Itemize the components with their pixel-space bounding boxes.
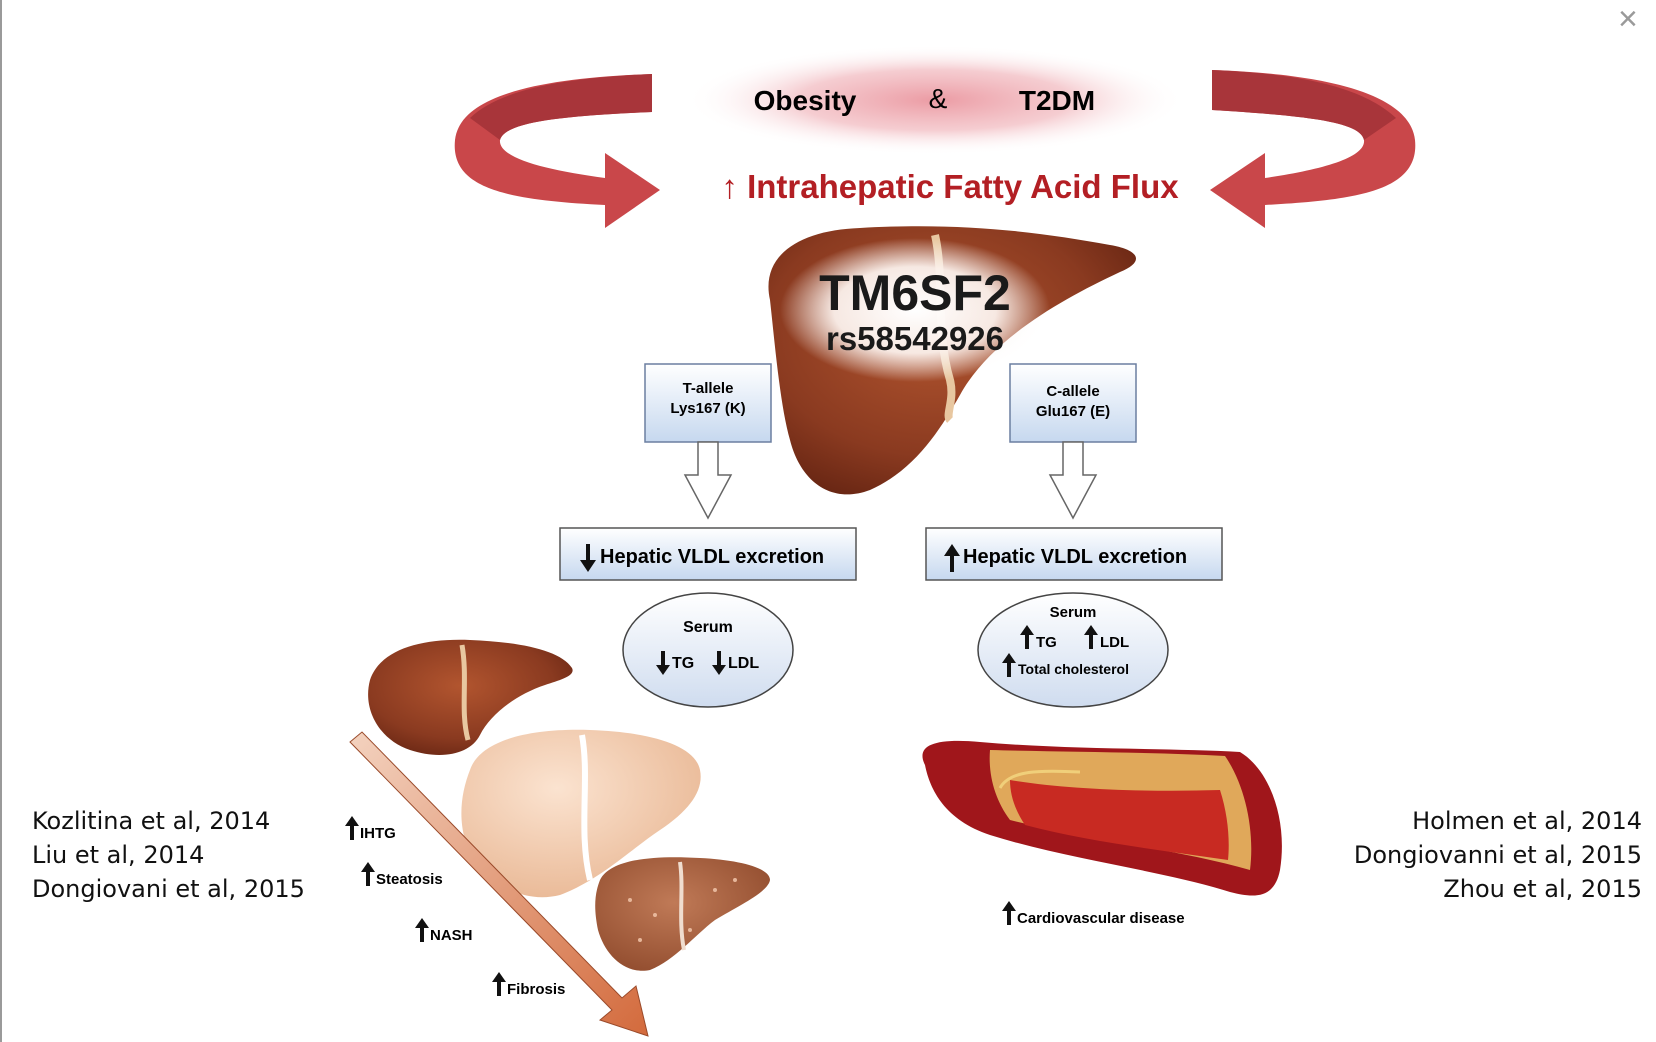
up-arrow-icon	[944, 544, 960, 572]
t-allele-label: T-allele	[683, 380, 734, 397]
gene-name: TM6SF2	[819, 265, 1011, 321]
up-arrow-icon	[361, 862, 375, 886]
c-serum-title: Serum	[1050, 604, 1097, 621]
c-allele-box	[1009, 363, 1137, 443]
down-arrow-icon	[656, 651, 670, 675]
c-allele-references: Holmen et al, 2014 Dongiovanni et al, 20…	[1354, 804, 1642, 906]
reference-item: Zhou et al, 2015	[1443, 875, 1642, 903]
c-allele-label: C-allele	[1046, 383, 1099, 400]
c-allele-residue: Glu167 (E)	[1036, 403, 1110, 420]
snp-id: rs58542926	[826, 320, 1004, 357]
up-arrow-icon	[1002, 901, 1016, 925]
reference-item: Kozlitina et al, 2014	[32, 807, 271, 835]
t-vldl-label: Hepatic VLDL excretion	[600, 546, 824, 568]
t-allele-residue: Lys167 (K)	[670, 400, 745, 417]
reference-item: Liu et al, 2014	[32, 841, 205, 869]
t-serum-title: Serum	[683, 619, 733, 636]
c-allele-down-arrow	[1048, 441, 1098, 520]
t-serum-ldl: LDL	[728, 655, 759, 672]
c-vldl-box	[925, 527, 1223, 581]
c-vldl-label: Hepatic VLDL excretion	[963, 546, 1187, 568]
outcome-ihtg: IHTG	[360, 825, 396, 842]
outcome-cardiovascular: Cardiovascular disease	[1017, 910, 1185, 927]
up-arrow-icon	[492, 972, 506, 996]
outcome-nash: NASH	[430, 927, 473, 944]
outcome-fibrosis: Fibrosis	[507, 981, 565, 998]
right-curved-arrow	[1210, 70, 1416, 228]
c-serum-ellipse	[977, 592, 1169, 708]
t-allele-box	[644, 363, 772, 443]
c-serum-ldl: LDL	[1100, 634, 1129, 651]
c-serum-tg: TG	[1036, 634, 1057, 651]
reference-item: Dongiovani et al, 2015	[32, 875, 305, 903]
down-arrow-icon	[580, 544, 596, 572]
up-arrow-icon	[1020, 625, 1034, 649]
up-arrow-icon	[345, 816, 359, 840]
outcome-steatosis: Steatosis	[376, 871, 443, 888]
reference-item: Holmen et al, 2014	[1412, 807, 1642, 835]
t-allele-references: Kozlitina et al, 2014 Liu et al, 2014 Do…	[32, 804, 305, 906]
risk-factor-glow	[685, 45, 1185, 155]
t-serum-ellipse	[622, 592, 794, 708]
artery-illustration	[922, 740, 1282, 896]
t-allele-down-arrow	[683, 441, 733, 520]
up-arrow-icon	[415, 918, 429, 942]
main-liver-illustration	[768, 226, 1137, 495]
healthy-liver-illustration	[368, 639, 573, 755]
t-serum-tg: TG	[672, 655, 694, 672]
t2dm-label: T2DM	[1019, 85, 1095, 116]
steatosis-liver-illustration	[461, 729, 701, 898]
progression-diagonal-arrow	[349, 731, 649, 1037]
ampersand-label: &	[929, 83, 948, 114]
c-serum-total-cholesterol: Total cholesterol	[1018, 661, 1129, 677]
up-arrow-icon	[1084, 625, 1098, 649]
reference-item: Dongiovanni et al, 2015	[1353, 841, 1642, 869]
down-arrow-icon	[712, 651, 726, 675]
fatty-acid-flux-label: ↑ Intrahepatic Fatty Acid Flux	[721, 168, 1179, 205]
close-icon[interactable]: ×	[1618, 0, 1638, 38]
fibrosis-liver-illustration	[595, 857, 770, 971]
up-arrow-icon	[1002, 653, 1016, 677]
obesity-label: Obesity	[754, 85, 857, 116]
t-vldl-box	[559, 527, 857, 581]
liver-label-highlight	[780, 238, 1050, 382]
left-curved-arrow	[454, 74, 660, 228]
